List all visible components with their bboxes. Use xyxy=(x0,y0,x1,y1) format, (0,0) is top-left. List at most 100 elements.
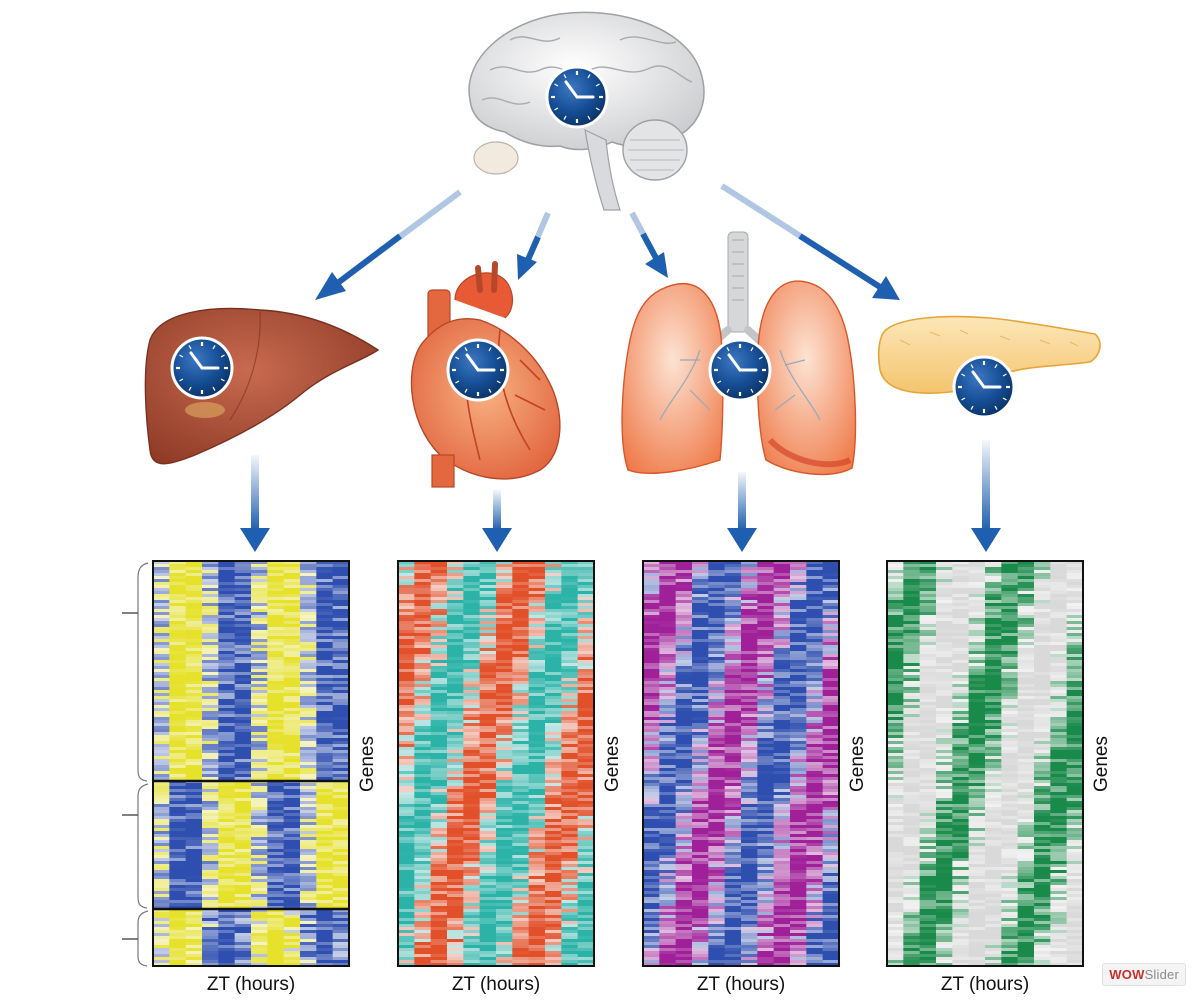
heatmap-cell xyxy=(741,939,758,943)
heatmap-cell xyxy=(822,672,840,676)
heatmap-cell xyxy=(545,903,562,907)
heatmap-cell xyxy=(185,663,203,667)
heatmap-cell xyxy=(545,597,562,601)
heatmap-cell xyxy=(790,879,807,883)
heatmap-cell xyxy=(234,612,252,616)
heatmap-cell xyxy=(479,765,497,769)
heatmap-cell xyxy=(447,786,464,790)
heatmap-cell xyxy=(153,687,170,691)
heatmap-cell xyxy=(251,651,268,655)
heatmap-cell xyxy=(643,825,660,829)
heatmap-cell xyxy=(659,768,677,772)
heatmap-cell xyxy=(692,756,709,760)
heatmap-cell xyxy=(692,843,709,847)
heatmap-cell xyxy=(675,765,693,769)
heatmap-cell xyxy=(790,918,807,922)
heatmap-cell xyxy=(463,825,481,829)
heatmap-cell xyxy=(512,831,530,835)
heatmap-cell xyxy=(169,813,187,817)
heatmap-cell xyxy=(822,636,840,640)
heatmap-cell xyxy=(822,702,840,706)
heatmap-cell xyxy=(822,918,840,922)
heatmap-cell xyxy=(643,756,660,760)
heatmap-cell xyxy=(332,618,350,622)
heatmap-cell xyxy=(806,669,824,673)
heatmap-cell xyxy=(463,624,481,628)
heatmap-cell xyxy=(675,681,693,685)
heatmap-cell xyxy=(659,843,677,847)
heatmap-cell xyxy=(169,666,187,670)
heatmap-cell xyxy=(659,591,677,595)
heatmap-cell xyxy=(806,888,824,892)
heatmap-cell xyxy=(251,792,268,796)
heatmap-cell xyxy=(822,843,840,847)
heatmap-cell xyxy=(675,660,693,664)
heatmap-cell xyxy=(643,606,660,610)
heatmap-cell xyxy=(251,801,268,805)
heatmap-cell xyxy=(757,750,775,754)
heatmap-cell xyxy=(741,735,758,739)
heatmap-cell xyxy=(414,951,432,955)
heatmap-cell xyxy=(185,801,203,805)
heatmap-cell xyxy=(251,891,268,895)
heatmap-cell xyxy=(806,756,824,760)
heatmap-cell xyxy=(545,684,562,688)
heatmap-cell xyxy=(561,906,579,910)
heatmap-cell xyxy=(757,720,775,724)
heatmap-cell xyxy=(218,648,236,652)
heatmap-cell xyxy=(430,714,448,718)
heatmap-cell xyxy=(153,588,170,592)
heatmap-cell xyxy=(561,735,579,739)
heatmap-cell xyxy=(234,603,252,607)
heatmap-cell xyxy=(283,735,301,739)
heatmap-cell xyxy=(267,783,285,787)
heatmap-cell xyxy=(332,771,350,775)
heatmap-cell xyxy=(153,639,170,643)
heatmap-cell xyxy=(169,711,187,715)
heatmap-cell xyxy=(806,963,824,967)
heatmap-cell xyxy=(643,810,660,814)
heatmap-cell xyxy=(430,780,448,784)
heatmap-cell xyxy=(561,909,579,913)
heatmap-cell xyxy=(577,831,595,835)
heatmap-cell xyxy=(724,732,742,736)
heatmap-cell xyxy=(561,618,579,622)
heatmap-cell xyxy=(692,906,709,910)
heatmap-cell xyxy=(251,957,268,961)
heatmap-cell xyxy=(887,885,904,889)
heatmap-cell xyxy=(300,900,317,904)
heatmap-cell xyxy=(806,678,824,682)
heatmap-cell xyxy=(300,897,317,901)
heatmap-cell xyxy=(153,762,170,766)
heatmap-cell xyxy=(528,846,546,850)
heatmap-cell xyxy=(741,909,758,913)
heatmap-cell xyxy=(512,933,530,937)
lungs-illustration xyxy=(621,231,857,476)
heatmap-cell xyxy=(398,756,415,760)
heatmap-cell xyxy=(251,654,268,658)
heatmap-cell xyxy=(659,825,677,829)
heatmap-cell xyxy=(773,936,791,940)
heatmap-cell xyxy=(577,732,595,736)
heatmap-cell xyxy=(822,798,840,802)
heatmap-cell xyxy=(708,597,726,601)
heatmap-cell xyxy=(479,831,497,835)
heatmap-cell xyxy=(577,750,595,754)
heatmap-cell xyxy=(741,717,758,721)
heatmap-cell xyxy=(153,813,170,817)
heatmap-cell xyxy=(692,732,709,736)
heatmap-cell xyxy=(251,963,268,967)
heatmap-cell xyxy=(806,942,824,946)
heatmap-cell xyxy=(724,798,742,802)
heatmap-cell xyxy=(496,882,513,886)
heatmap-cell xyxy=(398,639,415,643)
heatmap-cell xyxy=(790,831,807,835)
heatmap-cell xyxy=(332,792,350,796)
heatmap-cell xyxy=(496,918,513,922)
heatmap-cell xyxy=(643,714,660,718)
heatmap-cell xyxy=(153,774,170,778)
heatmap-cell xyxy=(267,738,285,742)
heatmap-cell xyxy=(773,660,791,664)
heatmap-cell xyxy=(430,921,448,925)
heatmap-cell xyxy=(512,858,530,862)
